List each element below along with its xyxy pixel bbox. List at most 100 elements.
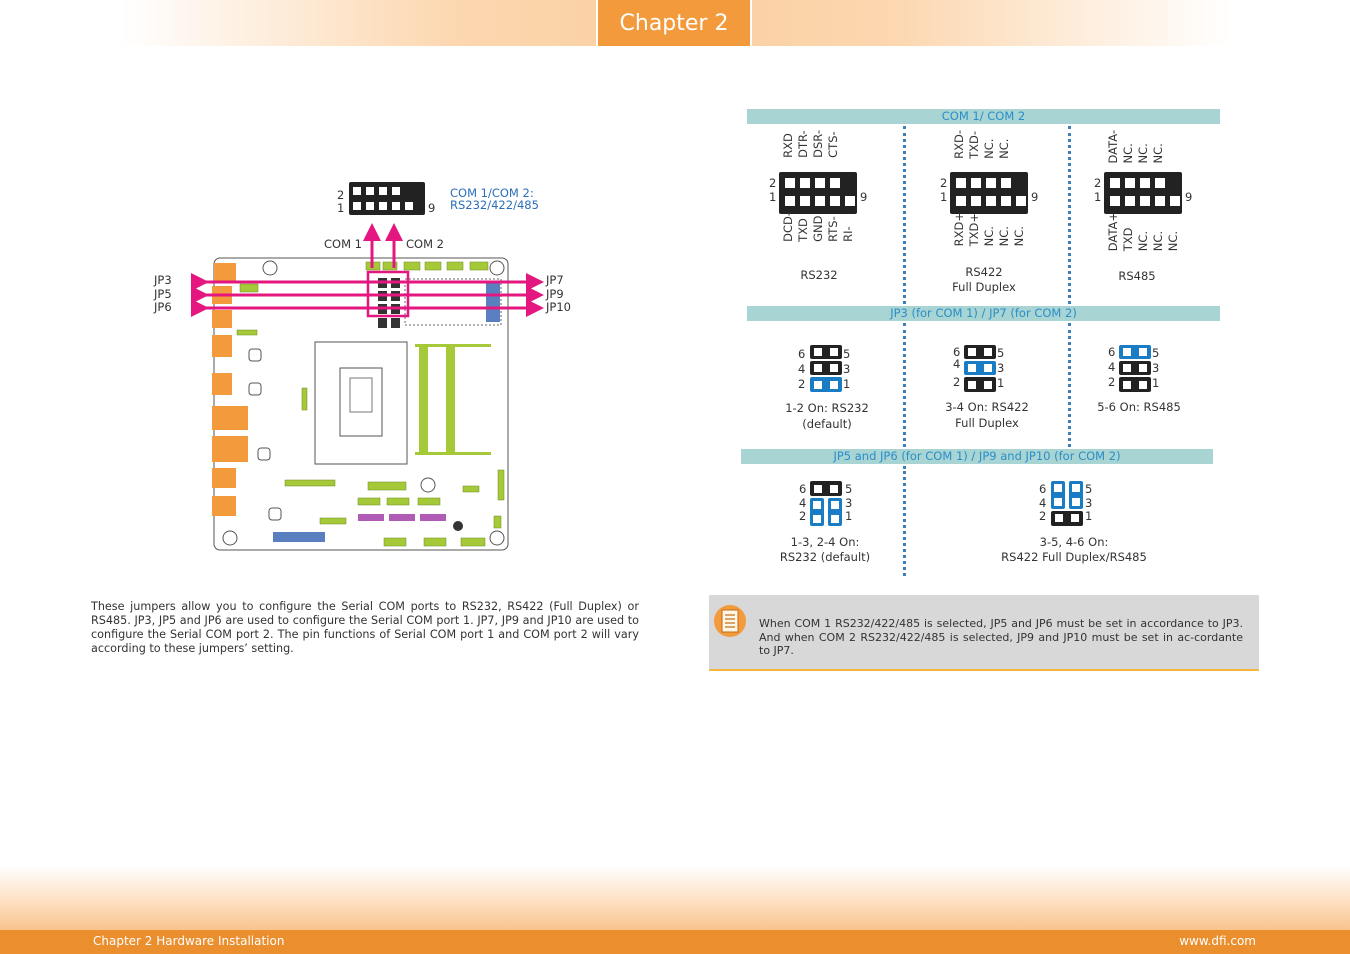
rs422-pin-9: 9 bbox=[1031, 190, 1039, 204]
caption-line: 3-5, 4-6 On: bbox=[1039, 535, 1109, 549]
jp3-s2-left-pins: 6 4 2 bbox=[953, 346, 960, 388]
jp3-s3-right-pins: 5 3 1 bbox=[1152, 346, 1159, 391]
pin-label: DATA- bbox=[1106, 130, 1120, 164]
rs485-connector bbox=[1104, 172, 1182, 214]
pin-number: 1 bbox=[845, 509, 853, 523]
jp9-label: JP9 bbox=[546, 286, 564, 301]
jp3-setting-3-diagram bbox=[1119, 345, 1151, 392]
pin-label: DTR- bbox=[796, 130, 810, 158]
jp5-jumper-diagrams bbox=[810, 481, 1083, 526]
jp5-s1-caption: 1-3, 2-4 On: RS232 (default) bbox=[765, 535, 885, 565]
pin-label: DATA+ bbox=[1106, 212, 1120, 252]
pin-label: NC. bbox=[1121, 143, 1135, 164]
pin-label: NC. bbox=[997, 226, 1011, 247]
jp3-s3-left-pins: 6 4 2 bbox=[1108, 346, 1115, 388]
pin-number: 1 bbox=[1085, 509, 1093, 523]
footer-website-link[interactable]: www.dfi.com bbox=[1179, 934, 1256, 948]
jp3-s2-caption: 3-4 On: RS422 Full Duplex bbox=[930, 399, 1044, 431]
rs485-mode-label: RS485 bbox=[1118, 269, 1156, 283]
com2-label: COM 2 bbox=[406, 237, 444, 251]
divider-4 bbox=[1068, 323, 1071, 447]
chapter-tab[interactable]: Chapter 2 bbox=[598, 0, 750, 46]
jp5-setting-1-diagram bbox=[810, 481, 842, 526]
pin-number: 4 bbox=[799, 495, 807, 510]
jp6-label: JP6 bbox=[154, 300, 172, 314]
rs485-top-pins: DATA- NC. NC. NC. bbox=[1106, 130, 1165, 164]
com-title-line2: RS232/422/485 bbox=[450, 198, 539, 212]
footer-chapter-title: Chapter 2 Hardware Installation bbox=[93, 934, 285, 948]
pin-label: TXD bbox=[796, 218, 810, 242]
pin-number: 3 bbox=[1152, 361, 1160, 375]
pin-number: 6 bbox=[953, 345, 961, 359]
pin-number: 6 bbox=[798, 347, 806, 361]
rs232-top-pins: RXD DTR- DSR- CTS- bbox=[781, 130, 840, 158]
pin-label: TXD+ bbox=[967, 212, 981, 247]
pin-number: 4 bbox=[1039, 495, 1047, 510]
caption-line: 5-6 On: RS485 bbox=[1097, 400, 1181, 414]
jp10-label: JP10 bbox=[546, 300, 571, 314]
pin-label: RTS- bbox=[826, 216, 840, 242]
caption-line: 1-3, 2-4 On: bbox=[790, 535, 860, 549]
jp3-jumper-diagrams bbox=[810, 345, 1151, 392]
footer-bar bbox=[0, 930, 1350, 954]
caption-line: (default) bbox=[802, 417, 852, 431]
description-paragraph: These jumpers allow you to configure the… bbox=[91, 600, 639, 655]
rs422-name-line2: Full Duplex bbox=[952, 280, 1016, 294]
pin-label: NC. bbox=[982, 138, 996, 159]
jp7-label: JP7 bbox=[546, 273, 564, 287]
rs232-connector bbox=[779, 172, 857, 214]
com-connector-diagram bbox=[349, 182, 425, 215]
jp5-s2-right-pins: 5 3 1 bbox=[1085, 482, 1093, 524]
pin-number: 2 bbox=[799, 509, 807, 523]
rs232-mode-label: RS232 bbox=[800, 268, 838, 282]
rs232-bottom-pins: DCD- TXD GND RTS- RI- bbox=[781, 212, 855, 242]
jp5-label: JP5 bbox=[154, 286, 172, 301]
jp3-s2-right-pins: 5 3 1 bbox=[997, 346, 1004, 391]
pin-number: 4 bbox=[798, 362, 806, 376]
pin-number: 1 bbox=[1152, 376, 1160, 390]
pin-number: 1 bbox=[843, 377, 851, 391]
pin-label: NC. bbox=[1166, 230, 1180, 252]
pin-number: 3 bbox=[1085, 495, 1093, 510]
pin-number: 5 bbox=[997, 346, 1005, 360]
rs485-pin-2: 2 bbox=[1094, 176, 1102, 190]
pin-number: 3 bbox=[845, 495, 853, 510]
pin-number: 5 bbox=[1085, 482, 1093, 496]
pin-label: RXD bbox=[781, 133, 795, 158]
jp3-setting-1-diagram bbox=[810, 345, 842, 392]
right-jumper-labels: JP7 JP9 JP10 bbox=[546, 273, 571, 315]
caption-line: RS422 Full Duplex/RS485 bbox=[1001, 550, 1147, 564]
rs422-pin-2: 2 bbox=[940, 176, 948, 190]
pin-label: NC. bbox=[1136, 143, 1150, 164]
pin-label: NC. bbox=[1012, 226, 1026, 247]
rs422-pin-1: 1 bbox=[940, 190, 948, 204]
pin-number: 6 bbox=[1108, 345, 1116, 359]
com-pin-1-label: 1 bbox=[337, 201, 345, 215]
pin-number: 4 bbox=[953, 357, 961, 371]
caption-line: 1-2 On: RS232 bbox=[785, 401, 869, 415]
pin-label: DSR- bbox=[811, 130, 825, 158]
jp5-s1-right-pins: 5 3 1 bbox=[845, 482, 853, 524]
jp3-s1-caption: 1-2 On: RS232 (default) bbox=[770, 400, 884, 432]
note-box bbox=[709, 595, 1259, 671]
header-left-band bbox=[120, 0, 596, 46]
com-mode-connectors bbox=[779, 172, 1182, 214]
note-text: When COM 1 RS232/422/485 is selected, JP… bbox=[759, 617, 1243, 657]
jp5-s2-left-pins: 6 4 2 bbox=[1039, 482, 1047, 524]
pin-label: RXD+ bbox=[952, 212, 966, 247]
pin-number: 2 bbox=[1108, 375, 1116, 389]
pin-number: 6 bbox=[1039, 482, 1047, 496]
pin-number: 6 bbox=[799, 482, 807, 496]
note-icon bbox=[714, 605, 746, 637]
jp3-label: JP3 bbox=[154, 273, 172, 287]
pin-number: 2 bbox=[953, 375, 961, 389]
rs232-pin-2: 2 bbox=[769, 176, 777, 190]
jp3-setting-2-diagram bbox=[964, 345, 996, 392]
rs485-bottom-pins: DATA+ TXD NC. NC. NC. bbox=[1106, 212, 1180, 251]
com-table-title: COM 1/ COM 2 bbox=[747, 109, 1220, 124]
caption-line: 3-4 On: RS422 bbox=[945, 400, 1029, 414]
rs485-pin-1: 1 bbox=[1094, 190, 1102, 204]
pin-number: 2 bbox=[798, 377, 806, 391]
pin-number: 2 bbox=[1039, 509, 1047, 523]
jp3-table-title: JP3 (for COM 1) / JP7 (for COM 2) bbox=[747, 306, 1220, 321]
